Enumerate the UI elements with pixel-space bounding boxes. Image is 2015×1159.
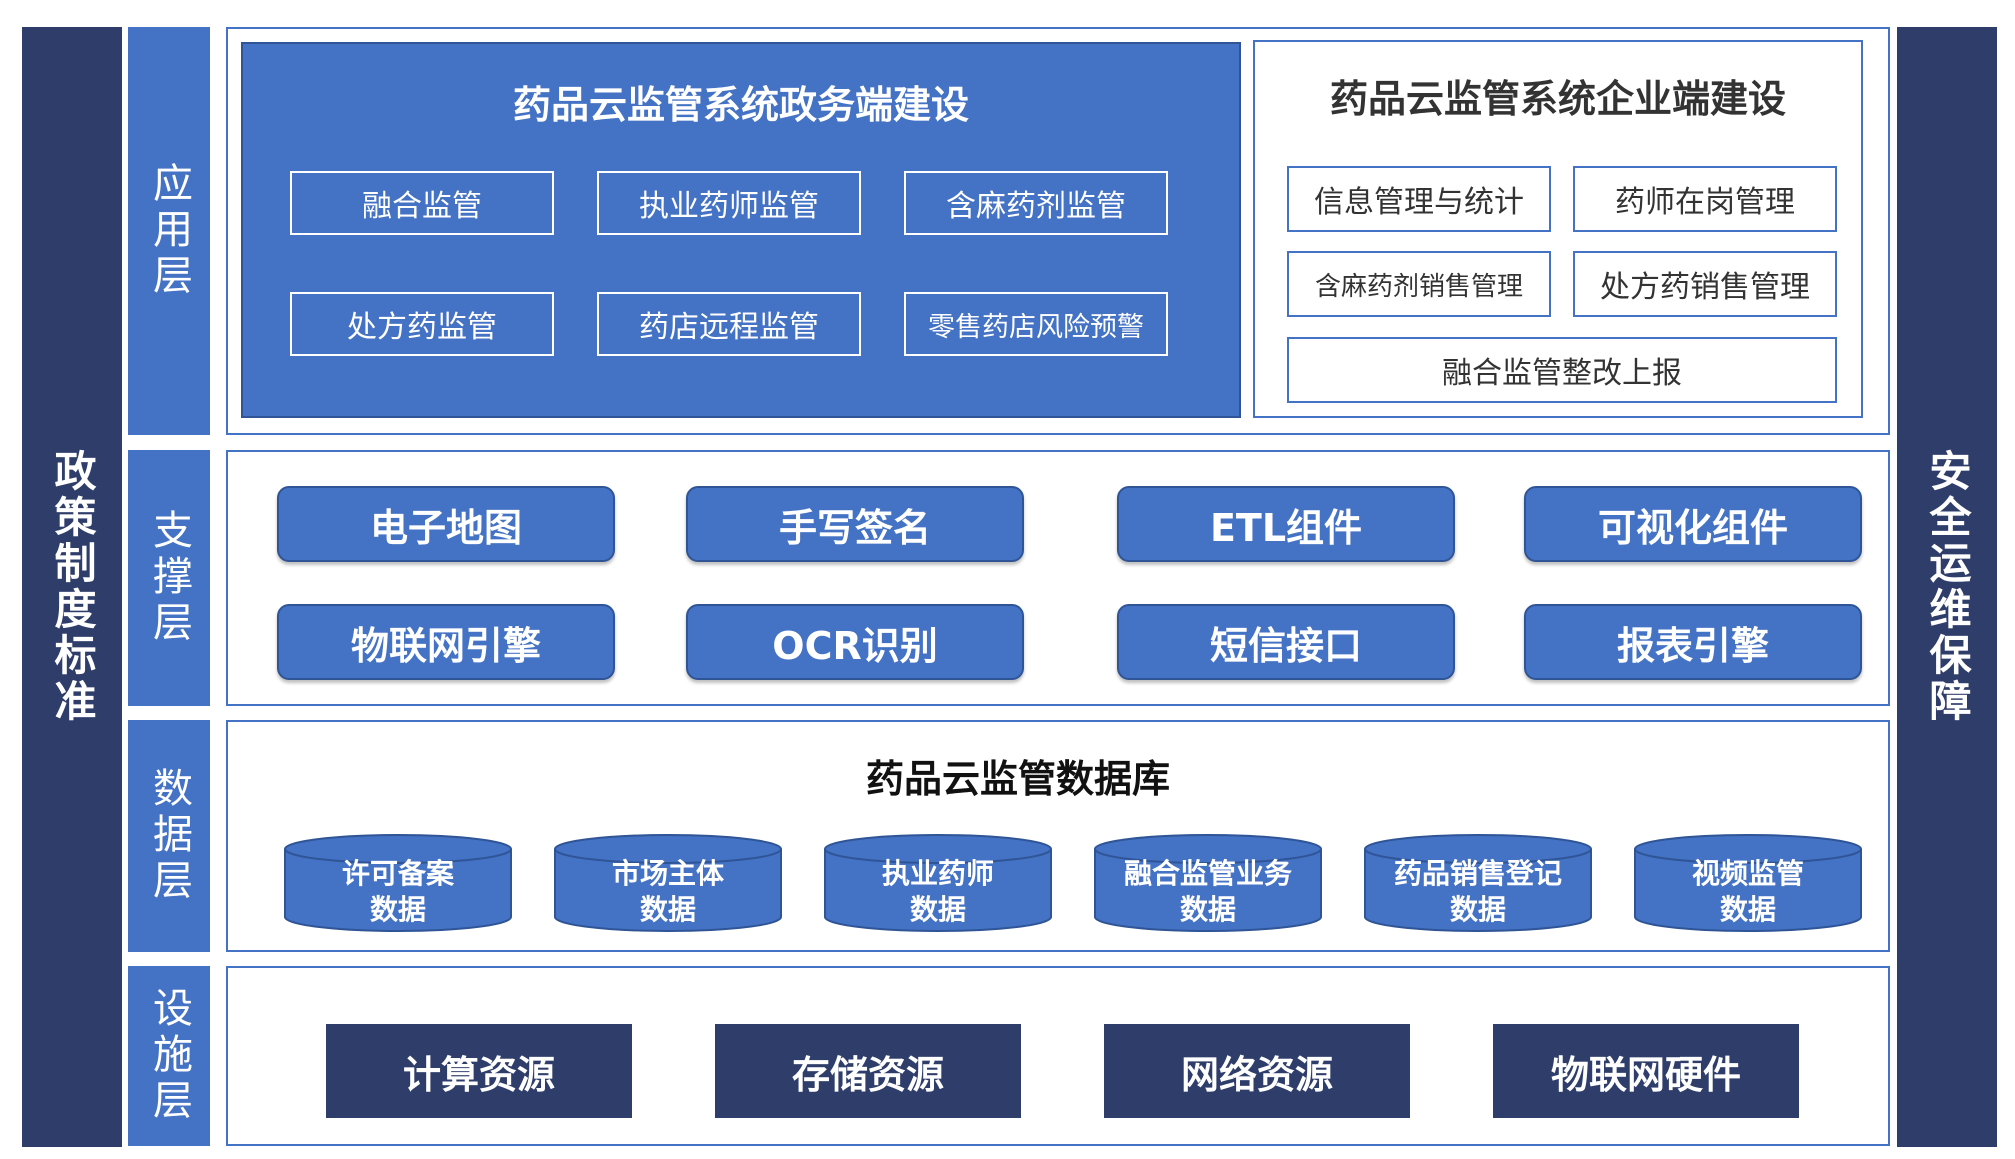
- gov-item-narcotic-supervision: 含麻药剂监管: [904, 171, 1168, 235]
- layer-label-infrastructure-text: 设施层: [146, 987, 192, 1125]
- layer-label-support-text: 支撑层: [146, 509, 192, 647]
- layer-label-support: 支撑层: [128, 450, 210, 706]
- gov-item-retail-risk-warning: 零售药店风险预警: [904, 292, 1168, 356]
- db-item-line2: 数据: [909, 893, 966, 926]
- database-cylinder-icon: [1634, 834, 1862, 932]
- db-item-line1: 视频监管: [1691, 857, 1804, 890]
- support-item-etl-component: ETL组件: [1117, 486, 1455, 562]
- ent-item-narcotic-sales: 含麻药剂销售管理: [1287, 251, 1551, 317]
- support-item-electronic-map: 电子地图: [277, 486, 615, 562]
- gov-item-remote-pharmacy-supervision: 药店远程监管: [597, 292, 861, 356]
- government-title: 药品云监管系统政务端建设: [512, 83, 969, 127]
- left-bar-policy: 政策制度标准: [22, 27, 122, 1147]
- db-item-license-filing: 许可备案 数据: [283, 854, 513, 930]
- database-cylinder-icon: [1094, 834, 1322, 932]
- infra-item-iot-hardware: 物联网硬件: [1493, 1024, 1799, 1118]
- layer-label-data: 数据层: [128, 720, 210, 952]
- database-cylinder-icon: [1364, 834, 1592, 932]
- db-item-line2: 数据: [369, 893, 426, 926]
- left-bar-label: 政策制度标准: [48, 449, 97, 725]
- infra-item-network: 网络资源: [1104, 1024, 1410, 1118]
- right-bar-security: 安全运维保障: [1897, 27, 1997, 1147]
- database-cylinder-icon: [554, 834, 782, 932]
- infra-item-compute: 计算资源: [326, 1024, 632, 1118]
- db-item-line1: 融合监管业务: [1123, 857, 1292, 890]
- database-cylinder-icon: [284, 834, 512, 932]
- ent-item-info-statistics: 信息管理与统计: [1287, 166, 1551, 232]
- db-item-licensed-pharmacist: 执业药师 数据: [823, 854, 1053, 930]
- infra-item-storage: 存储资源: [715, 1024, 1021, 1118]
- db-item-line1: 市场主体: [611, 857, 724, 890]
- ent-item-prescription-sales: 处方药销售管理: [1573, 251, 1837, 317]
- support-item-sms-interface: 短信接口: [1117, 604, 1455, 680]
- ent-item-rectification-report: 融合监管整改上报: [1287, 337, 1837, 403]
- layer-label-application-text: 应用层: [146, 162, 192, 300]
- database-title: 药品云监管数据库: [865, 757, 1170, 801]
- db-item-market-entity: 市场主体 数据: [553, 854, 783, 930]
- enterprise-title: 药品云监管系统企业端建设: [1329, 77, 1786, 121]
- db-item-line1: 执业药师: [881, 857, 994, 890]
- db-item-video-supervision: 视频监管 数据: [1633, 854, 1863, 930]
- support-item-handwritten-signature: 手写签名: [686, 486, 1024, 562]
- db-item-line2: 数据: [1719, 893, 1776, 926]
- layer-label-infrastructure: 设施层: [128, 966, 210, 1146]
- layer-label-data-text: 数据层: [146, 767, 192, 905]
- db-item-line2: 数据: [1179, 893, 1236, 926]
- gov-item-pharmacist-supervision: 执业药师监管: [597, 171, 861, 235]
- gov-item-fusion-supervision: 融合监管: [290, 171, 554, 235]
- database-cylinder-icon: [824, 834, 1052, 932]
- db-item-line2: 数据: [639, 893, 696, 926]
- db-item-line2: 数据: [1449, 893, 1506, 926]
- support-item-report-engine: 报表引擎: [1524, 604, 1862, 680]
- ent-item-pharmacist-on-duty: 药师在岗管理: [1573, 166, 1837, 232]
- support-item-visualization-component: 可视化组件: [1524, 486, 1862, 562]
- db-item-line1: 许可备案: [341, 857, 454, 890]
- right-bar-label: 安全运维保障: [1923, 449, 1972, 725]
- db-item-drug-sales-registration: 药品销售登记 数据: [1363, 854, 1593, 930]
- support-item-iot-engine: 物联网引擎: [277, 604, 615, 680]
- layer-label-application: 应用层: [128, 27, 210, 435]
- db-item-fusion-business: 融合监管业务 数据: [1093, 854, 1323, 930]
- support-item-ocr: OCR识别: [686, 604, 1024, 680]
- db-item-line1: 药品销售登记: [1393, 857, 1562, 890]
- gov-item-prescription-supervision: 处方药监管: [290, 292, 554, 356]
